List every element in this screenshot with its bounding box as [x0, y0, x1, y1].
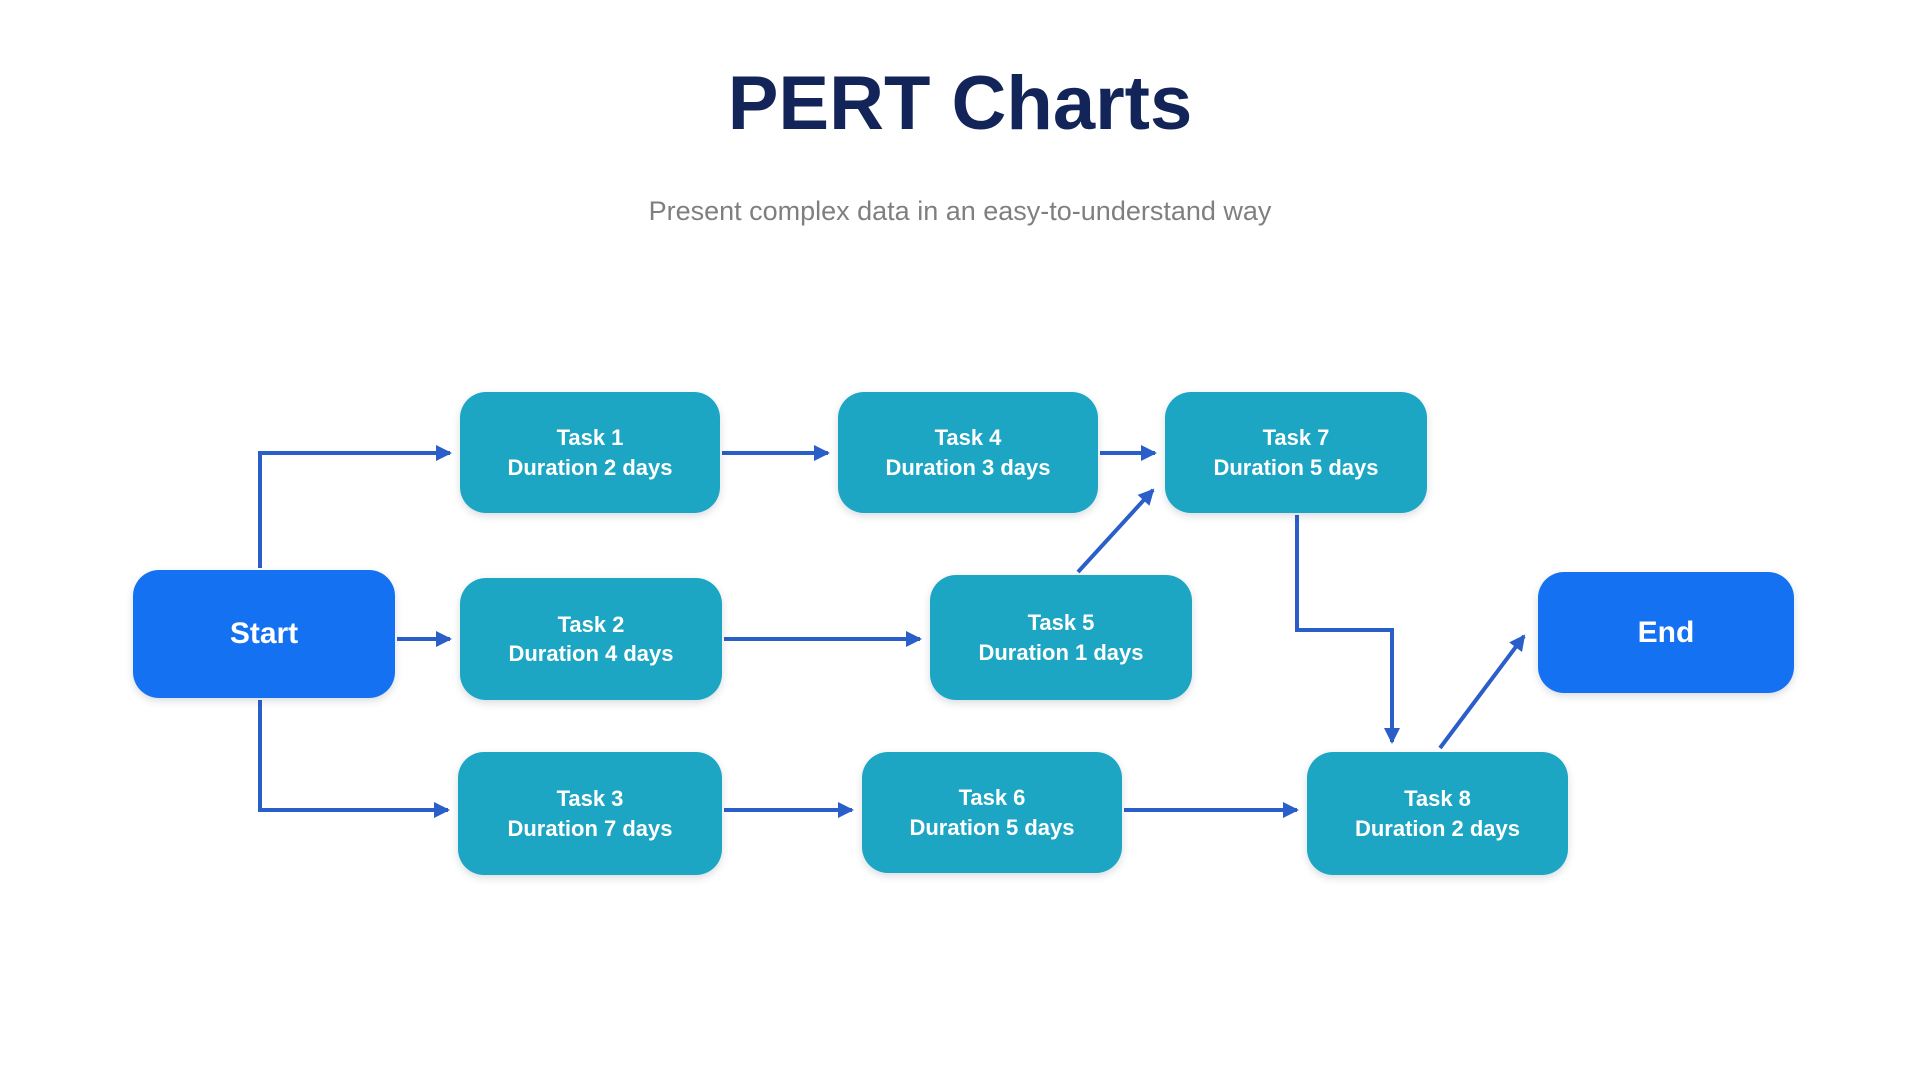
task-name: Task 1	[556, 425, 624, 451]
task-duration: Duration 2 days	[507, 454, 673, 480]
task-name: Task 8	[1404, 786, 1471, 812]
task-6-node: Task 6 Duration 5 days	[862, 752, 1122, 873]
task-name: Task 7	[1262, 425, 1330, 451]
task-name: Task 4	[934, 425, 1002, 451]
task-duration: Duration 5 days	[909, 814, 1075, 840]
page-title: PERT Charts	[727, 61, 1193, 146]
task-duration: Duration 2 days	[1354, 815, 1521, 841]
task-duration: Duration 1 days	[978, 639, 1144, 665]
page-subtitle: Present complex data in an easy-to-under…	[648, 196, 1272, 226]
task-3-node: Task 3 Duration 7 days	[458, 752, 722, 875]
task-7-node: Task 7 Duration 5 days	[1165, 392, 1427, 513]
edge-task7-to-task8	[1295, 515, 1400, 744]
task-duration: Duration 5 days	[1213, 454, 1379, 480]
start-node-label: Start	[229, 617, 299, 650]
task-name: Task 6	[958, 785, 1026, 811]
end-node: End	[1538, 572, 1794, 693]
task-5-node: Task 5 Duration 1 days	[930, 575, 1192, 700]
task-name: Task 3	[556, 786, 624, 812]
task-duration: Duration 7 days	[507, 815, 673, 841]
edge-task8-to-end	[1438, 634, 1526, 750]
task-duration: Duration 4 days	[508, 641, 674, 666]
task-2-node: Task 2 Duration 4 days	[460, 578, 722, 700]
task-8-node: Task 8 Duration 2 days	[1307, 752, 1568, 875]
task-duration: Duration 3 days	[885, 454, 1051, 480]
edge-start-to-task1	[258, 445, 452, 568]
task-4-node: Task 4 Duration 3 days	[838, 392, 1098, 513]
end-node-label: End	[1637, 615, 1695, 649]
task-1-node: Task 1 Duration 2 days	[460, 392, 720, 513]
task-name: Task 5	[1027, 610, 1095, 636]
task-name: Task 2	[557, 611, 625, 637]
start-node: Start	[133, 570, 395, 698]
edge-start-to-task3	[258, 700, 450, 818]
